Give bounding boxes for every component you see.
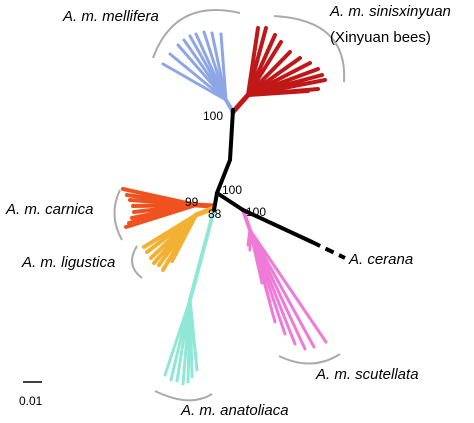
- branch-tip-scutellata-10: [248, 228, 316, 349]
- bracket-mellifera: [152, 9, 241, 59]
- label-ligustica: A. m. ligustica: [21, 254, 115, 271]
- branch-stem-scutellata: [241, 208, 252, 232]
- branch-stem-carnica: [193, 202, 217, 209]
- branch-tip-mellifera-9: [219, 32, 228, 102]
- clade-brackets: [113, 9, 346, 402]
- clade-branches: [121, 26, 328, 386]
- branch-stem-anatoliaca: [188, 208, 216, 302]
- branch-tip-anatoliaca-8: [188, 298, 198, 362]
- bracket-sinisxinyuan: [273, 15, 346, 83]
- backbone-to-cerana: [241, 208, 314, 244]
- branch-stem-sinisxinyuan: [230, 92, 251, 115]
- branch-tip-sinisxinyuan-4: [246, 40, 283, 97]
- label-anatoliaca: A. m. anatoliaca: [180, 402, 289, 419]
- backbone-cerana-dashed: [311, 240, 346, 260]
- support-carnica-ligustica: 99: [185, 195, 199, 209]
- label-sinisxinyuan: A. m. sinisxinyuan: [329, 3, 451, 20]
- bracket-anatoliaca: [154, 390, 213, 402]
- label-scutellata: A. m. scutellata: [315, 366, 419, 383]
- bracket-carnica: [113, 189, 123, 241]
- branch-tip-ligustica-8: [163, 213, 198, 258]
- support-scutellata-cerana: 100: [246, 205, 266, 219]
- branch-tip-scutellata-11: [248, 228, 328, 344]
- support-ligustica-anatoliaca: 88: [208, 207, 222, 221]
- backbone: [212, 108, 346, 260]
- label-carnica: A. m. carnica: [5, 201, 94, 218]
- branch-tip-mellifera-1: [161, 62, 228, 102]
- bracket-ligustica: [131, 245, 143, 279]
- backbone-center-to-lower: [212, 191, 219, 212]
- branch-tip-carnica-8: [124, 203, 198, 229]
- backbone-upper-branch: [215, 108, 235, 195]
- bracket-scutellata: [278, 353, 341, 365]
- support-center-node: 100: [222, 183, 242, 197]
- branch-stem-ligustica: [193, 205, 217, 218]
- support-top-node: 100: [203, 109, 223, 123]
- branch-tip-sinisxinyuan-12: [246, 89, 310, 97]
- backbone-center-to-scutellata: [215, 191, 245, 212]
- label-cerana: A. cerana: [348, 251, 413, 268]
- label-mellifera: A. m. mellifera: [62, 8, 159, 25]
- label-sinisxinyuan-note: (Xinyuan bees): [330, 29, 431, 46]
- branch-tip-mellifera-2: [168, 52, 228, 102]
- scale-bar-label: 0.01: [19, 394, 43, 408]
